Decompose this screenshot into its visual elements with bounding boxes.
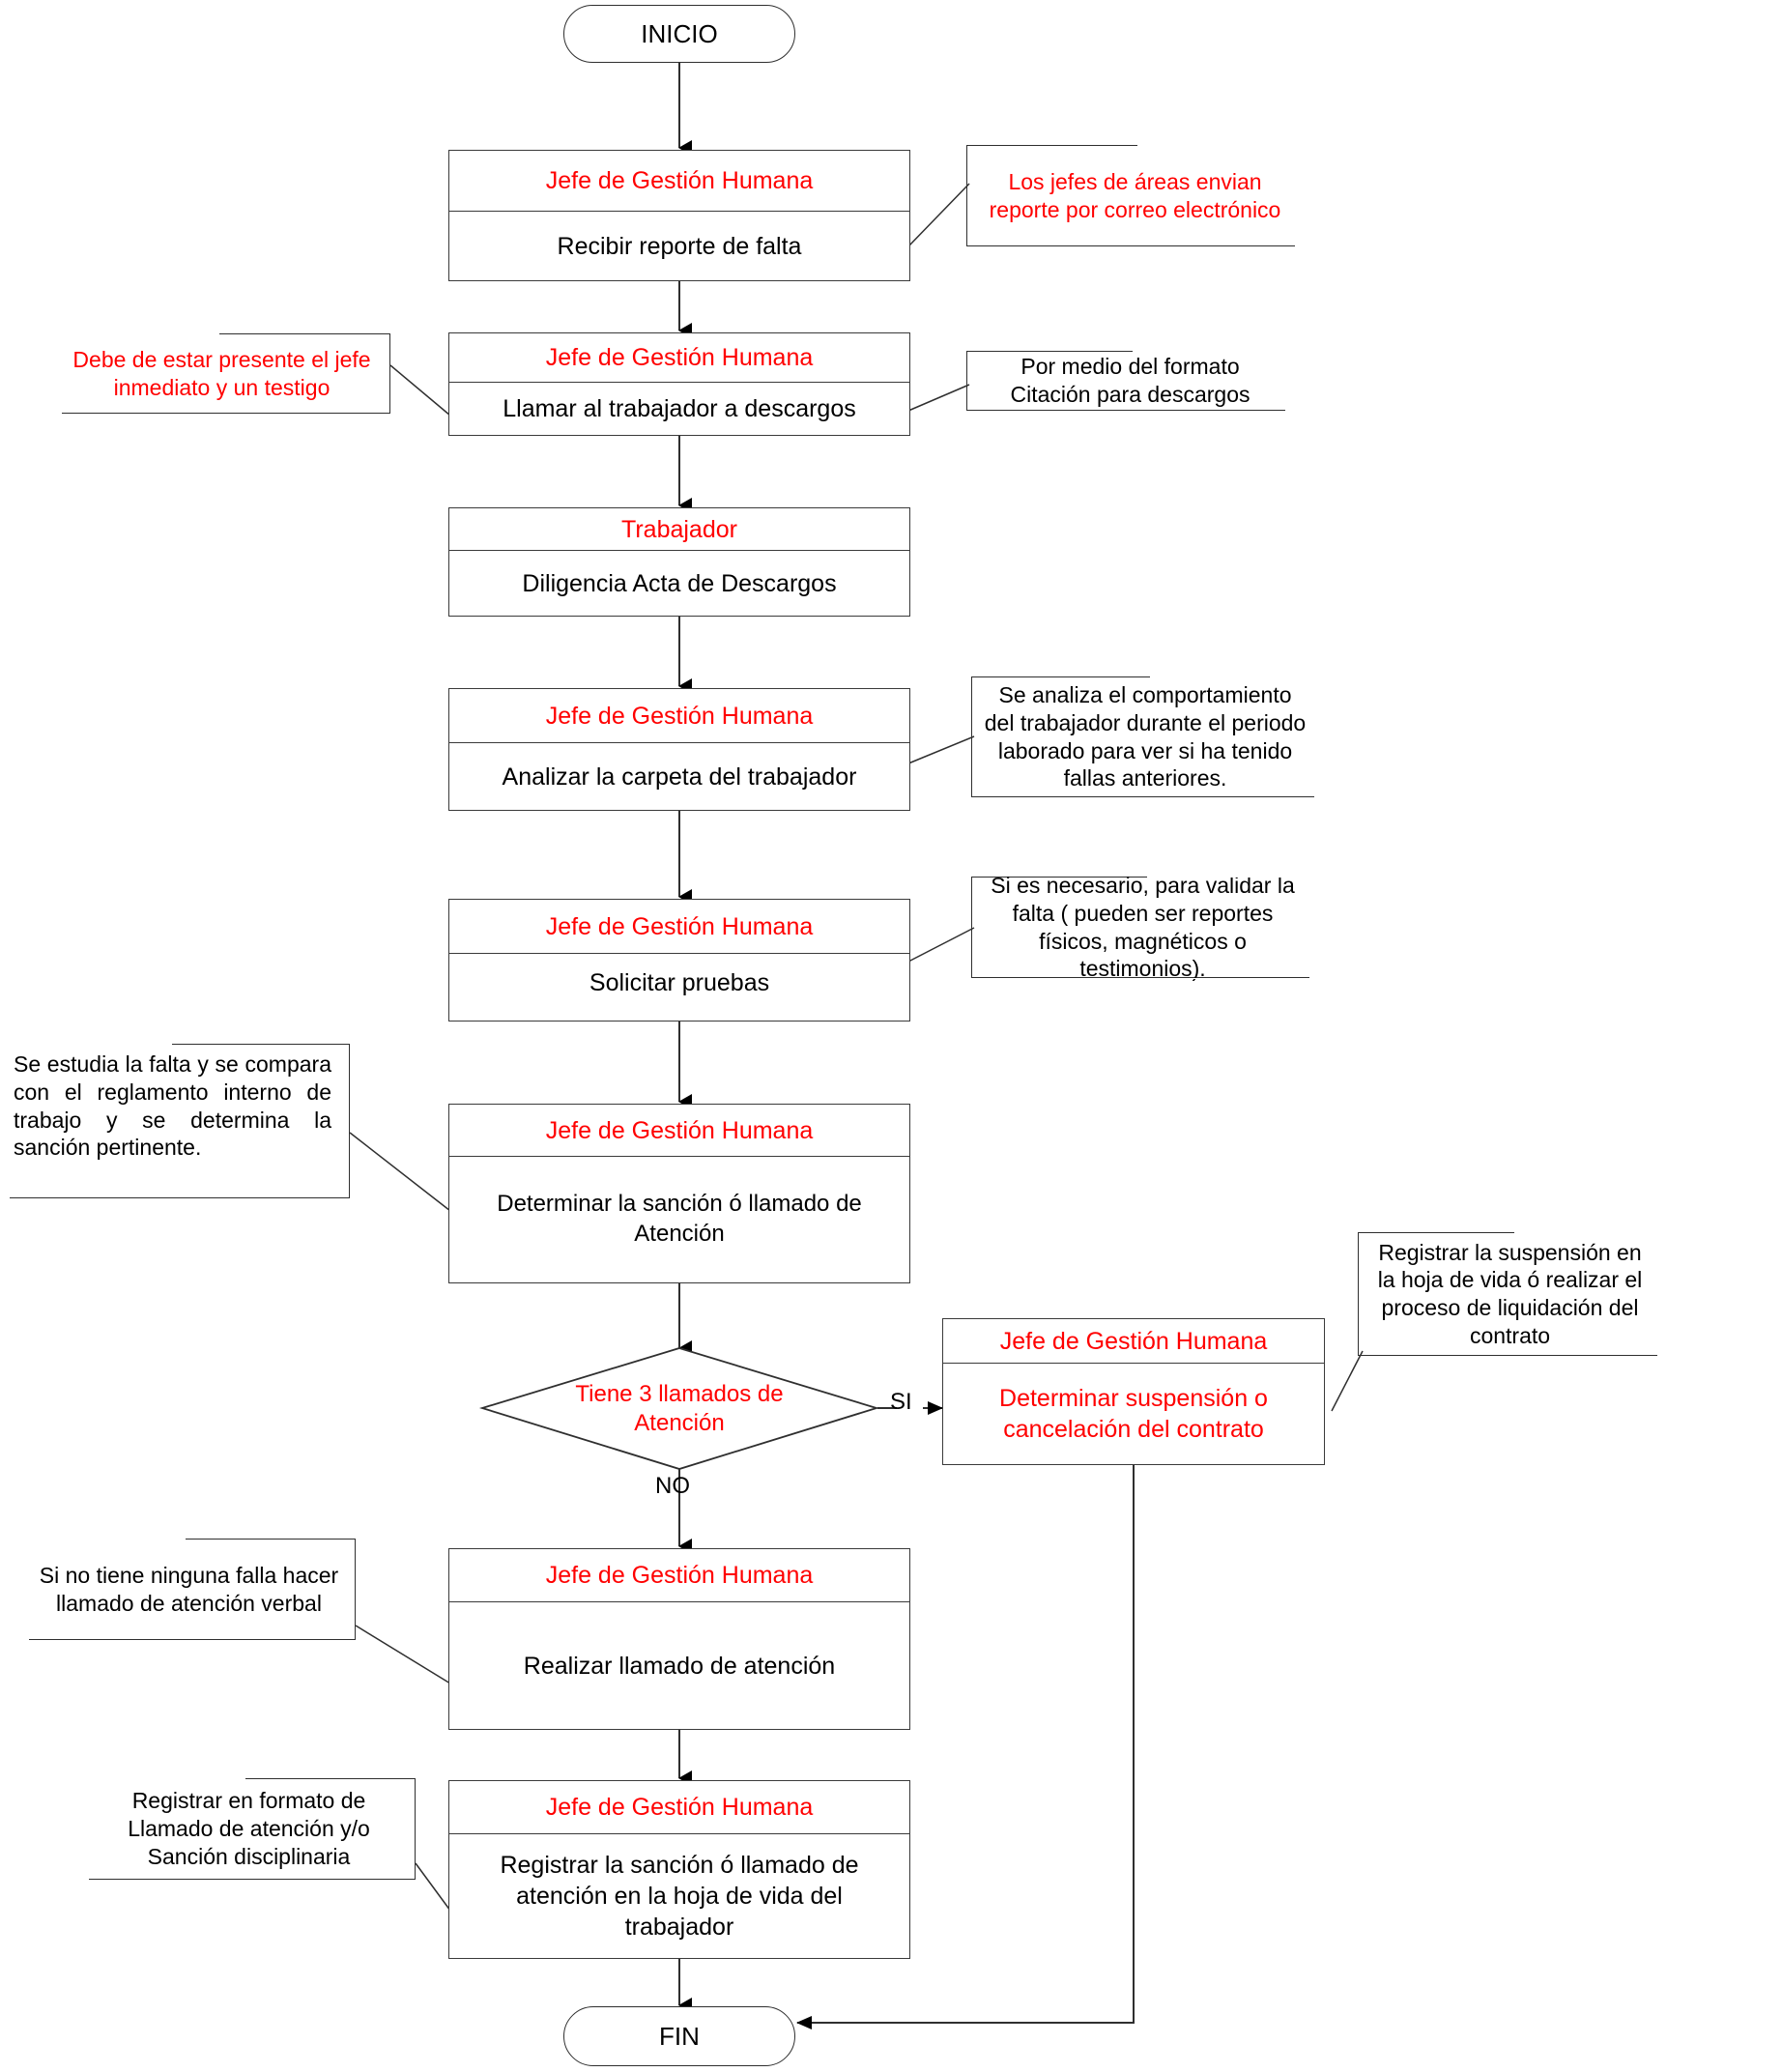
- annotation-text: Registrar la suspensión en la hoja de vi…: [1358, 1231, 1657, 1357]
- annotation-jefe-inmediato-testigo: Debe de estar presente el jefe inmediato…: [62, 332, 390, 415]
- annotation-llamado-verbal: Si no tiene ninguna falla hacer llamado …: [29, 1538, 356, 1641]
- leader-a9: [415, 1862, 451, 1912]
- node-role: Jefe de Gestión Humana: [449, 1105, 909, 1157]
- process-node-recibir-reporte[interactable]: Jefe de Gestión Humana Recibir reporte d…: [448, 150, 910, 281]
- annotation-text: Por medio del formato Citación para desc…: [966, 350, 1285, 412]
- annotation-text: Debe de estar presente el jefe inmediato…: [62, 332, 390, 415]
- annotation-text: Si es necesario, para validar la falta (…: [971, 873, 1309, 981]
- node-role: Jefe de Gestión Humana: [449, 900, 909, 954]
- leader-a4: [907, 735, 975, 764]
- leader-a3: [907, 384, 970, 412]
- annotation-solicitar-pruebas-detalle: Si es necesario, para validar la falta (…: [971, 873, 1309, 981]
- terminator-end[interactable]: FIN: [563, 2006, 795, 2066]
- process-node-registrar-sancion[interactable]: Jefe de Gestión Humana Registrar la sanc…: [448, 1780, 910, 1959]
- node-action: Llamar al trabajador a descargos: [503, 395, 856, 422]
- node-role: Jefe de Gestión Humana: [449, 151, 909, 212]
- process-node-analizar-carpeta[interactable]: Jefe de Gestión Humana Analizar la carpe…: [448, 688, 910, 811]
- annotation-analiza-comportamiento: Se analiza el comportamiento del trabaja…: [971, 676, 1314, 798]
- node-role: Jefe de Gestión Humana: [943, 1319, 1324, 1364]
- node-action: Registrar la sanción ó llamado de atenci…: [500, 1852, 859, 1941]
- leader-a1: [907, 183, 970, 247]
- node-role: Jefe de Gestión Humana: [449, 689, 909, 743]
- process-node-determinar-sancion[interactable]: Jefe de Gestión Humana Determinar la san…: [448, 1104, 910, 1283]
- process-node-realizar-llamado[interactable]: Jefe de Gestión Humana Realizar llamado …: [448, 1548, 910, 1730]
- annotation-registrar-suspension: Registrar la suspensión en la hoja de vi…: [1358, 1231, 1657, 1357]
- annotation-formato-llamado-sancion: Registrar en formato de Llamado de atenc…: [89, 1777, 416, 1881]
- annotation-formato-citacion: Por medio del formato Citación para desc…: [966, 350, 1285, 412]
- annotation-text: Se analiza el comportamiento del trabaja…: [971, 676, 1314, 798]
- edge-label-no: NO: [655, 1473, 690, 1499]
- node-role: Jefe de Gestión Humana: [449, 1549, 909, 1602]
- node-action: Determinar suspensión o cancelación del …: [999, 1385, 1268, 1443]
- annotation-text: Si no tiene ninguna falla hacer llamado …: [29, 1538, 356, 1641]
- process-node-diligencia-acta[interactable]: Trabajador Diligencia Acta de Descargos: [448, 507, 910, 617]
- annotation-reporte-correo: Los jefes de áreas envian reporte por co…: [966, 144, 1295, 247]
- leader-a2: [389, 364, 451, 417]
- node-action: Solicitar pruebas: [589, 969, 770, 996]
- leader-a8: [355, 1625, 451, 1684]
- node-role: Trabajador: [449, 508, 909, 551]
- annotation-estudia-falta: Se estudia la falta y se compara con el …: [10, 1043, 350, 1199]
- leader-a7: [1331, 1350, 1364, 1412]
- process-node-determinar-suspension[interactable]: Jefe de Gestión Humana Determinar suspen…: [942, 1318, 1325, 1465]
- terminator-start[interactable]: INICIO: [563, 5, 795, 63]
- terminator-start-label: INICIO: [641, 18, 718, 48]
- node-role: Jefe de Gestión Humana: [449, 333, 909, 383]
- node-action: Diligencia Acta de Descargos: [522, 569, 837, 597]
- node-action: Recibir reporte de falta: [557, 232, 802, 260]
- process-node-llamar-descargos[interactable]: Jefe de Gestión Humana Llamar al trabaja…: [448, 332, 910, 436]
- node-action: Analizar la carpeta del trabajador: [502, 763, 857, 791]
- node-role: Jefe de Gestión Humana: [449, 1781, 909, 1834]
- decision-label: Tiene 3 llamados de Atención: [575, 1381, 784, 1436]
- leader-a6: [349, 1132, 451, 1212]
- annotation-text: Se estudia la falta y se compara con el …: [10, 1043, 350, 1199]
- terminator-end-label: FIN: [659, 2021, 700, 2051]
- node-action: Realizar llamado de atención: [523, 1652, 836, 1680]
- annotation-text: Registrar en formato de Llamado de atenc…: [89, 1777, 416, 1881]
- leader-a5: [907, 927, 975, 963]
- annotation-text: Los jefes de áreas envian reporte por co…: [966, 144, 1295, 247]
- node-action: Determinar la sanción ó llamado de Atenc…: [497, 1191, 862, 1247]
- edge-label-si: SI: [890, 1389, 912, 1415]
- decision-node-tiene-3-llamados[interactable]: Tiene 3 llamados de Atención: [482, 1348, 877, 1470]
- process-node-solicitar-pruebas[interactable]: Jefe de Gestión Humana Solicitar pruebas: [448, 899, 910, 1022]
